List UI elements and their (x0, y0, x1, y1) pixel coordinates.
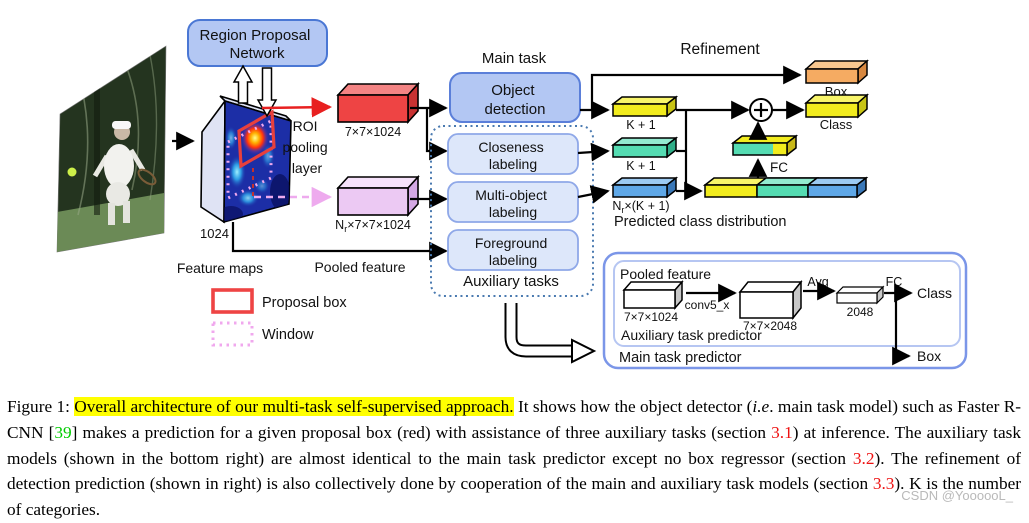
proposal-box-overlay (237, 109, 276, 169)
caption-seg: Figure 1: (7, 397, 75, 416)
conv5x-label: conv5_x (685, 298, 730, 312)
legend-proposal-swatch (211, 288, 254, 314)
pooled-feature-proposal: 7×7×1024 (336, 81, 420, 139)
svg-text:Nr×7×7×1024: Nr×7×7×1024 (335, 218, 411, 234)
fc-box-arrow (892, 293, 911, 366)
caption-seg: i.e (752, 397, 770, 416)
svg-text:Multi-object labeling: Multi-object labeling (475, 187, 550, 220)
main-prediction-bar: K + 1 (610, 95, 679, 132)
caption-highlight: Overall architecture of our multi-task s… (74, 397, 514, 416)
roi-pool-arrow (261, 97, 333, 118)
arrow-closeness-to-bar (577, 142, 610, 162)
watermark: CSDN @YoooooL_ (901, 488, 1013, 503)
section-link: 3.1 (771, 422, 793, 442)
legend-window-label: Window (262, 327, 314, 343)
pooled-feature-windows: Nr×7×7×1024 (335, 174, 420, 234)
roi-pooling-label: ROI pooling layer (282, 118, 331, 176)
object-detection-box: Object detection (449, 72, 581, 123)
predictor-vector-box: 2048 (835, 285, 885, 319)
region-proposal-network-box: Region Proposal Network (187, 19, 328, 67)
predictor-box-label: Box (917, 348, 941, 364)
tennis-player (92, 121, 157, 225)
svg-text:Closeness labeling: Closeness labeling (478, 139, 547, 172)
predictor-input-box: 7×7×1024 (622, 280, 684, 324)
architecture-diagram: Region Proposal Network 1024 ROI pooling… (56, 19, 968, 370)
caption-seg: ] makes a prediction for a given proposa… (71, 422, 772, 442)
feature-maps: 1024 (200, 95, 292, 241)
svg-text:7×7×2048: 7×7×2048 (743, 319, 797, 333)
predictor-pooled-feature-label: Pooled feature (620, 266, 711, 282)
svg-text:Foreground labeling: Foreground labeling (475, 235, 551, 268)
svg-text:7×7×1024: 7×7×1024 (624, 310, 678, 324)
predictor-fc-label: FC (886, 275, 903, 289)
fc-output-bar (730, 134, 799, 157)
svg-text:2048: 2048 (847, 305, 874, 319)
svg-text:Class: Class (820, 117, 853, 132)
caption-seg: ). The refinement of detection predictio… (7, 448, 1021, 494)
feature-heatmap (224, 120, 290, 222)
main-task-label: Main task (482, 50, 547, 67)
feature-maps-label: Feature maps (177, 260, 263, 276)
main-task-predictor-label: Main task predictor (619, 350, 742, 366)
rpn-up-arrow-icon (232, 64, 254, 104)
legend-window-swatch (211, 321, 254, 347)
concatenated-distribution-bar (702, 176, 869, 199)
feature-depth-label: 1024 (200, 226, 229, 241)
main-task-predictor-box: Pooled feature 7×7×1024 conv5_x 7×7×2048… (602, 251, 968, 370)
section-link: 3.2 (852, 448, 875, 468)
section-link: 3.3 (872, 474, 895, 494)
arrow-od-to-box-bar (590, 65, 802, 110)
closeness-labeling-box: Closeness labeling (447, 133, 579, 175)
predictor-detail-arrow (504, 303, 597, 364)
avg-label: Avg (807, 275, 828, 289)
figure-caption: Figure 1: Overall architecture of our mu… (0, 392, 1029, 523)
foreground-labeling-box: Foreground labeling (447, 229, 579, 271)
refined-box-bar: Box (804, 59, 869, 99)
svg-text:Nr×(K + 1): Nr×(K + 1) (612, 199, 669, 215)
refined-class-bar: Class (804, 93, 869, 132)
svg-text:K + 1: K + 1 (626, 159, 656, 173)
tennis-ball (67, 167, 77, 177)
legend: Proposal box Window (211, 288, 347, 347)
svg-text:K + 1: K + 1 (626, 118, 656, 132)
caption-seg: It shows how the object detector ( (513, 397, 753, 416)
multi-object-labeling-box: Multi-object labeling (447, 181, 579, 223)
fc-label: FC (770, 160, 788, 175)
predicted-class-distribution-label: Predicted class distribution (614, 214, 786, 230)
svg-text:7×7×1024: 7×7×1024 (345, 125, 401, 139)
citation-link: 39 (54, 422, 72, 442)
svg-text:Object detection: Object detection (485, 82, 546, 118)
auxiliary-task-predictor-label: Auxiliary task predictor (621, 327, 762, 343)
predictor-class-label: Class (917, 285, 952, 301)
multi-object-prediction-bar: Nr×(K + 1) (610, 176, 679, 215)
closeness-prediction-bar: K + 1 (610, 136, 679, 173)
caption-text: Figure 1: Overall architecture of our mu… (7, 394, 1021, 523)
legend-proposal-label: Proposal box (262, 295, 347, 311)
arrow-multi-to-bar (577, 185, 610, 204)
refinement-label: Refinement (680, 41, 760, 58)
pooled-feature-label: Pooled feature (314, 259, 405, 275)
arrow-to-foreground (231, 222, 448, 261)
caption-seg: ) at inference. The auxiliary task model… (7, 422, 1022, 468)
caption-seg: ). K is the number of categories. (7, 474, 1022, 520)
predictor-conv-box: 7×7×2048 (738, 279, 803, 333)
svg-text:Region Proposal Network: Region Proposal Network (199, 27, 314, 62)
window-overlay (226, 118, 273, 201)
caption-seg: . main task model) such as Faster R-CNN … (7, 397, 1022, 442)
arrow-to-closeness (425, 108, 448, 161)
plus-circle-icon (749, 98, 773, 122)
auxiliary-tasks-container: Closeness labeling Multi-object labeling… (430, 125, 594, 297)
auxiliary-tasks-label: Auxiliary tasks (463, 273, 559, 290)
input-image (56, 45, 167, 253)
